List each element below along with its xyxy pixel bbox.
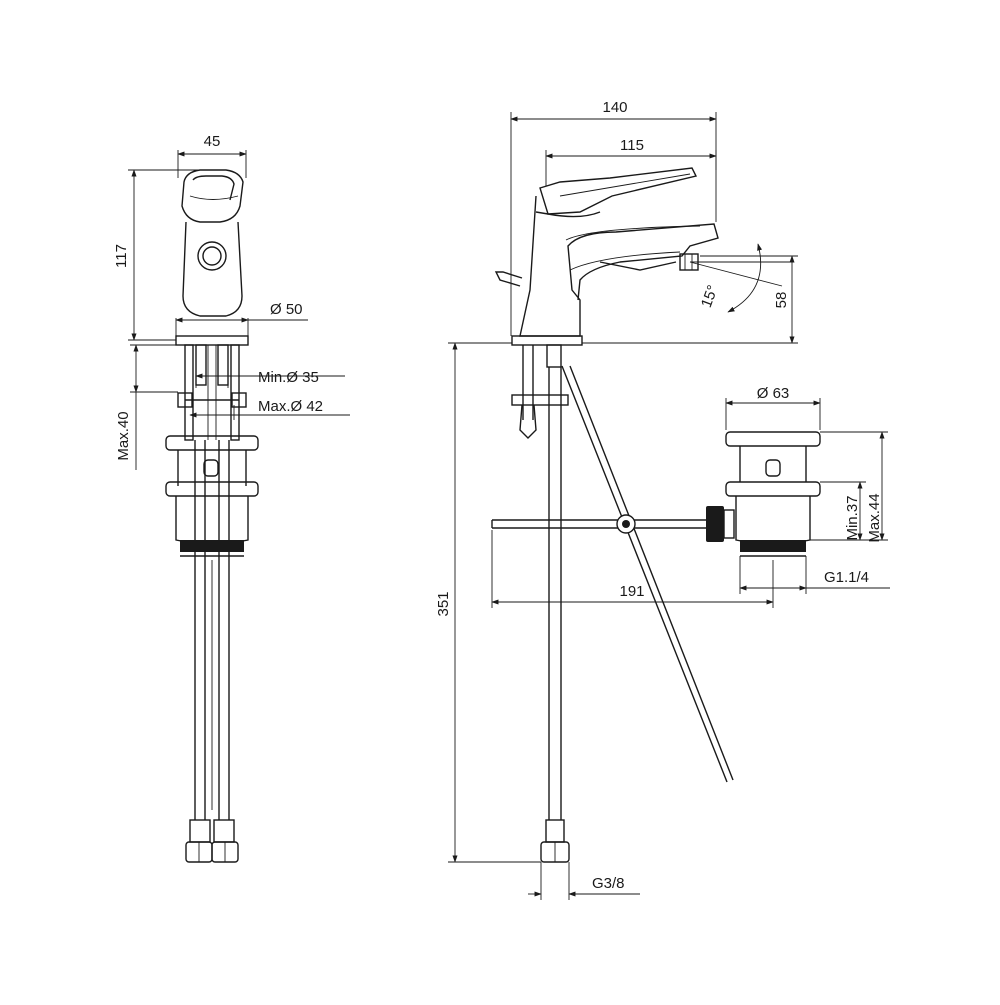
front-fixing-studs bbox=[177, 344, 247, 441]
dim-waste-diameter-63: Ø 63 bbox=[725, 385, 821, 430]
side-waste-linkage bbox=[491, 506, 735, 542]
side-waste-body bbox=[725, 431, 821, 557]
front-flexible-hoses bbox=[185, 440, 239, 863]
label-angle: 15° bbox=[698, 283, 722, 310]
label-max-thickness: Max.40 bbox=[115, 411, 132, 460]
label-height-117: 117 bbox=[113, 244, 130, 268]
dim-spout-reach-115: 115 bbox=[545, 137, 717, 186]
side-fixing-studs bbox=[511, 344, 569, 439]
label-waste-diameter: Ø 63 bbox=[757, 385, 790, 402]
dim-overall-reach-140: 140 bbox=[510, 99, 717, 336]
dim-hose-length-351: 351 bbox=[435, 342, 541, 863]
side-base-flange bbox=[511, 335, 583, 346]
dim-waste-min-max: Min.37 Max.44 bbox=[810, 431, 888, 543]
dim-hose-thread: G3/8 bbox=[528, 862, 640, 900]
dim-pull-rod-191: 191 bbox=[491, 530, 774, 608]
label-hose-length: 351 bbox=[435, 591, 452, 616]
dim-max-thickness-40: Max.40 bbox=[115, 344, 178, 470]
dim-width-45: 45 bbox=[177, 133, 247, 178]
label-spout-height: 58 bbox=[773, 292, 790, 309]
label-min-hole: Min.Ø 35 bbox=[258, 369, 319, 386]
dim-waste-thread: G1.1/4 bbox=[739, 556, 890, 594]
front-waste-body bbox=[165, 435, 259, 557]
label-max-hole: Max.Ø 42 bbox=[258, 398, 323, 415]
label-overall-reach: 140 bbox=[602, 99, 627, 116]
dim-base-diameter-50: Ø 50 bbox=[175, 301, 308, 336]
dim-min-hole-35: Min.Ø 35 bbox=[195, 360, 345, 388]
label-waste-thread: G1.1/4 bbox=[824, 569, 869, 586]
label-spout-reach: 115 bbox=[620, 137, 644, 154]
label-pull-rod: 191 bbox=[619, 583, 644, 600]
dim-max-hole-42: Max.Ø 42 bbox=[189, 398, 350, 420]
label-width-45: 45 bbox=[204, 133, 221, 150]
side-pull-rod bbox=[561, 365, 734, 783]
side-flexible-hose bbox=[540, 367, 570, 863]
front-view: 45 117 Ø 50 Min.Ø 35 Max.Ø 42 bbox=[113, 133, 350, 863]
dim-angle-15: 15° bbox=[689, 243, 790, 313]
label-waste-max: Max.44 bbox=[866, 493, 883, 542]
label-hose-thread: G3/8 bbox=[592, 875, 625, 892]
side-lever-handle bbox=[535, 167, 698, 218]
dim-spout-height-58: 58 bbox=[582, 255, 798, 344]
front-base-flange bbox=[175, 335, 249, 346]
label-base-diameter: Ø 50 bbox=[270, 301, 303, 318]
side-mixer-body bbox=[494, 195, 719, 337]
side-view: 15° 140 115 58 bbox=[435, 99, 890, 900]
label-waste-min: Min.37 bbox=[844, 495, 861, 540]
dim-height-117: 117 bbox=[113, 169, 200, 341]
front-mixer-body bbox=[181, 169, 244, 317]
